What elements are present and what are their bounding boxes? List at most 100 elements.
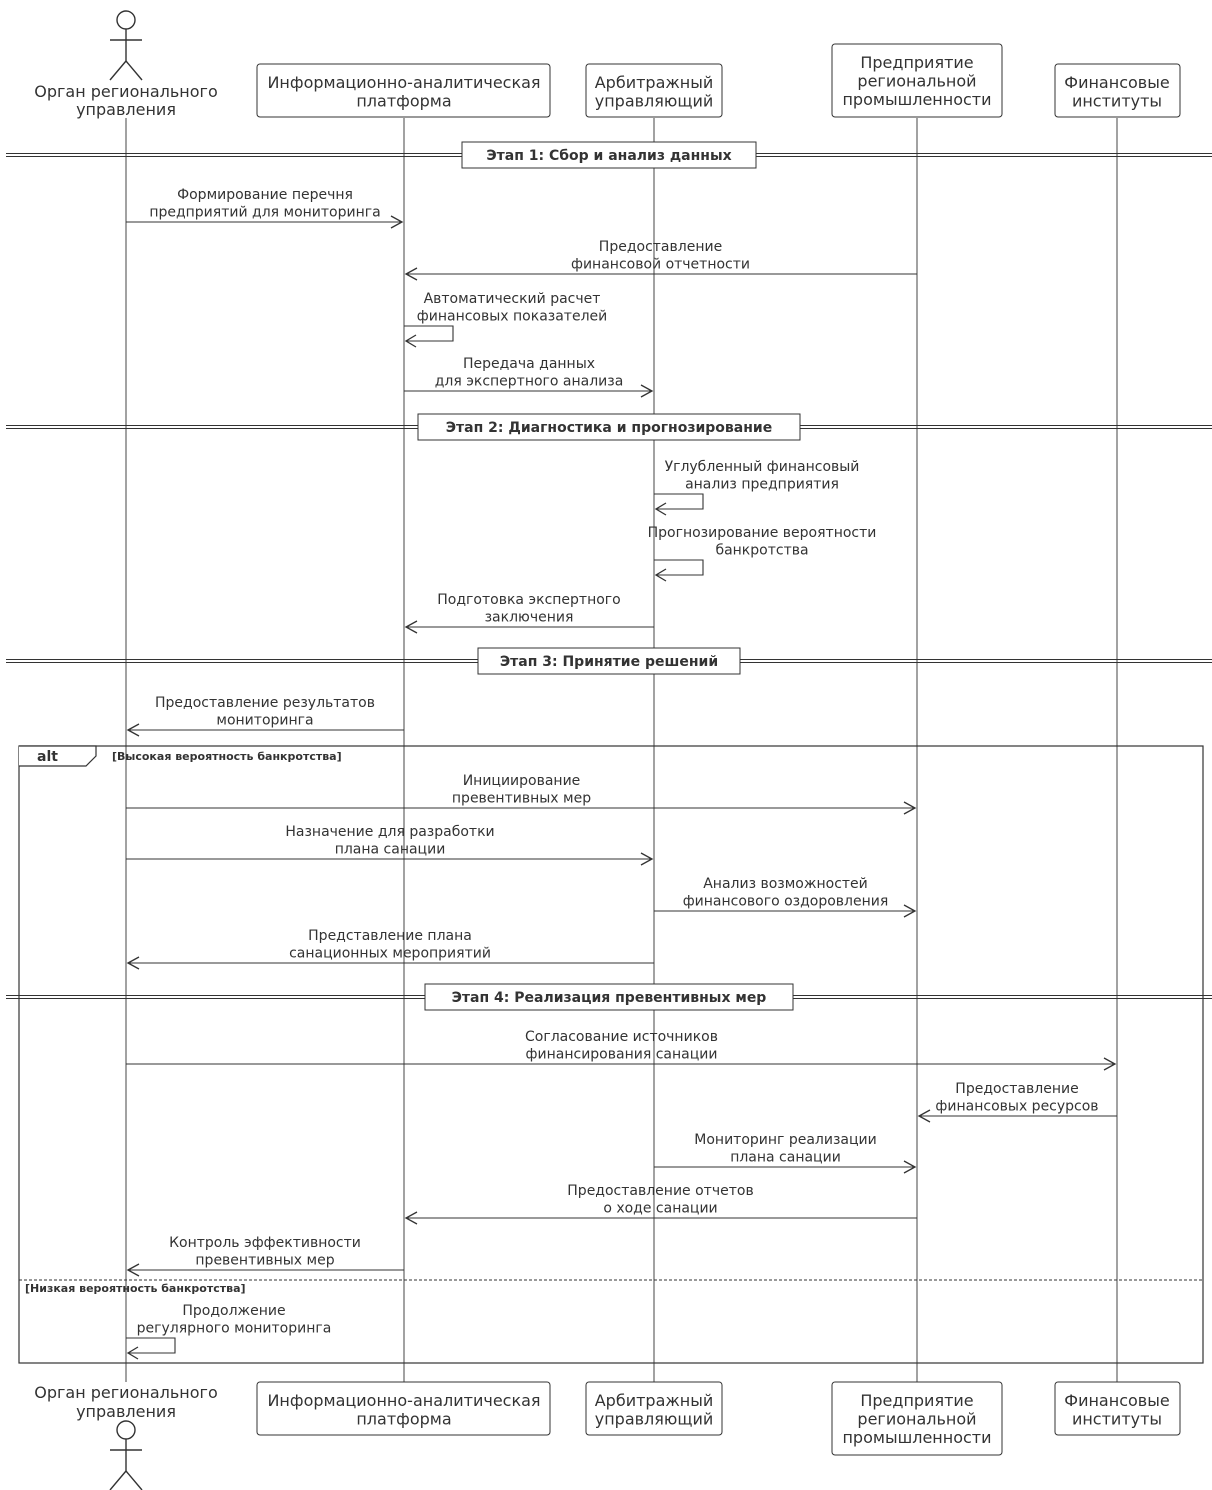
message-label: Мониторинг реализации (694, 1132, 876, 1148)
participant-label: Информационно-аналитическая (267, 1391, 540, 1410)
arrow-head-icon (1103, 1057, 1117, 1071)
arrow-head-icon (640, 384, 654, 398)
arrow-head-icon (126, 723, 140, 737)
stage-box (417, 413, 801, 441)
stage-divider: Этап 2: Диагностика и прогнозирование (6, 413, 1212, 441)
message-label: финансовых показателей (417, 309, 607, 325)
arrow-head-icon (654, 502, 667, 516)
stage-divider: Этап 4: Реализация превентивных мер (6, 983, 1212, 1011)
arrow-head-icon (126, 956, 140, 970)
arrow-head-icon (390, 215, 404, 229)
participant-label: институты (1072, 92, 1162, 111)
participant-label: промышленности (842, 1428, 991, 1447)
participant-label: платформа (356, 92, 451, 111)
arrow-head-icon (404, 267, 418, 281)
message-label: Предоставление отчетов (567, 1183, 753, 1199)
arrow-head-icon (126, 1346, 139, 1360)
arrow-head-icon (654, 568, 667, 582)
message-label: Предоставление (955, 1081, 1078, 1097)
participant-box (1054, 1381, 1181, 1436)
message-label: Углубленный финансовый (665, 459, 860, 475)
message-label: финансовых ресурсов (935, 1099, 1098, 1115)
participant-box (1054, 63, 1181, 118)
participant-box (831, 43, 1003, 118)
message-label: Предоставление результатов (155, 695, 375, 711)
message-label: Назначение для разработки (285, 824, 494, 840)
participant-box (831, 1381, 1003, 1456)
participant-label: институты (1072, 1410, 1162, 1429)
message-label: о ходе санации (603, 1201, 717, 1217)
message-label: финансового оздоровления (683, 894, 889, 910)
participant-box (256, 1381, 551, 1436)
message: Подготовка экспертного заключения (404, 592, 654, 634)
participant-label: управляющий (595, 1410, 714, 1429)
alt-guard-high: [Высокая вероятность банкротства] (112, 750, 342, 763)
participant-box (585, 63, 723, 118)
participant-box (256, 63, 551, 118)
alt-guard-low: [Низкая вероятность банкротства] (25, 1282, 246, 1295)
message-label: банкротства (715, 543, 808, 559)
message: Предоставление финансовых ресурсов (917, 1081, 1117, 1123)
participant-label: региональной (857, 72, 976, 91)
message: Прогнозирование вероятности банкротства (648, 525, 877, 582)
participant-label: Арбитражный (595, 73, 714, 92)
arrow-head-icon (404, 1211, 418, 1225)
self-message-line (654, 493, 704, 510)
arrow-head-icon (903, 904, 917, 918)
participant-label: управления (76, 1402, 176, 1421)
message: Предоставление отчетов о ходе санации (404, 1183, 917, 1225)
participant-label: управляющий (595, 92, 714, 111)
message-label: Прогнозирование вероятности (648, 525, 877, 541)
self-message-line (654, 559, 704, 576)
participant-label: Арбитражный (595, 1391, 714, 1410)
actor-icon (109, 10, 143, 81)
message-label: Представление плана (308, 928, 472, 944)
arrow-head-icon (917, 1109, 931, 1123)
participant-label: платформа (356, 1410, 451, 1429)
message-label: превентивных мер (452, 791, 591, 807)
alt-frame: alt [Высокая вероятность банкротства] [Низ… (18, 745, 1204, 1364)
participant-label: промышленности (842, 90, 991, 109)
stage-title: Этап 4: Реализация превентивных мер (452, 990, 767, 1006)
stage-title: Этап 2: Диагностика и прогнозирование (446, 420, 772, 436)
arrow-head-icon (903, 801, 917, 815)
message-label: Подготовка экспертного (437, 592, 620, 608)
stage-box (424, 983, 794, 1011)
arrow-head-icon (404, 620, 418, 634)
stage-title: Этап 1: Сбор и анализ данных (486, 148, 731, 164)
alt-keyword: alt (37, 749, 58, 765)
participant-label: региональной (857, 1410, 976, 1429)
message-label: Инициирование (463, 773, 581, 789)
stage-divider: Этап 3: Принятие решений (6, 647, 1212, 675)
message-label: заключения (485, 610, 574, 626)
message-label: Предоставление (599, 239, 722, 255)
message-label: финансирования санации (526, 1047, 718, 1063)
message-label: плана санации (730, 1150, 841, 1166)
participant-label: Финансовые (1064, 73, 1169, 92)
message-label: Передача данных (463, 356, 595, 372)
participant-label: Предприятие (860, 1391, 973, 1410)
stage-box (461, 141, 757, 169)
arrow-head-icon (126, 1263, 140, 1277)
participant-label: Орган регионального (34, 82, 217, 101)
self-message-line (404, 325, 454, 342)
message-label: Автоматический расчет (424, 291, 601, 307)
